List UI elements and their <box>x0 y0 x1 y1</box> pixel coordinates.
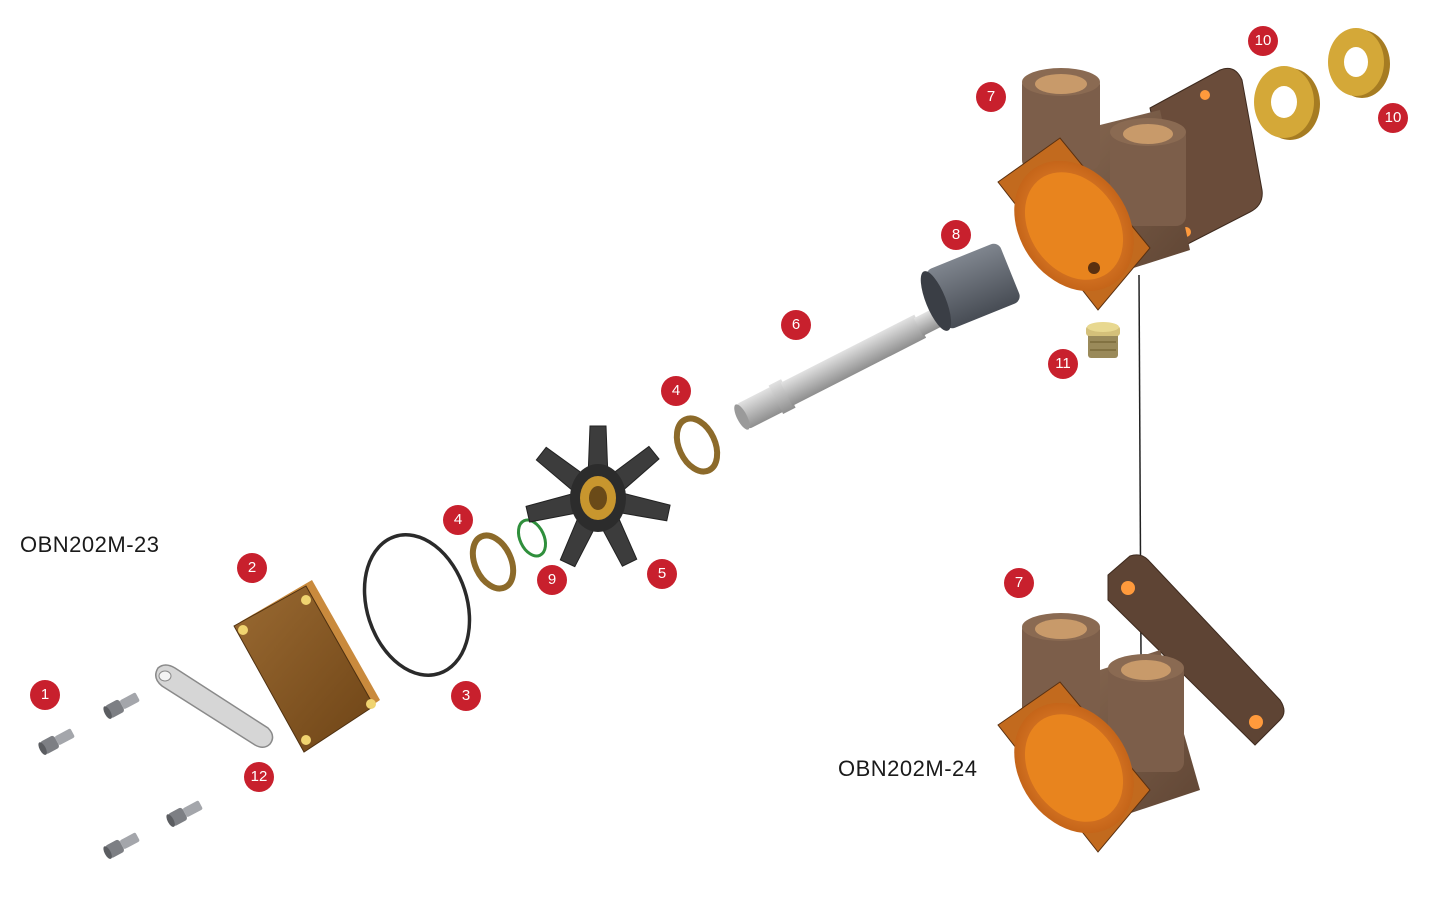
shim-washer-4-lower <box>469 532 517 592</box>
drain-plug-part-11 <box>1086 322 1120 358</box>
callout-part-1: 1 <box>30 680 60 710</box>
o-ring-part-3 <box>362 533 472 677</box>
end-cover-part-2 <box>233 580 380 753</box>
model-label-obn202m-24: OBN202M-24 <box>838 756 978 781</box>
wear-plate-part-12 <box>155 664 274 748</box>
pump-housing-part-7-lower <box>997 554 1285 853</box>
cap-screw-4 <box>103 832 140 859</box>
cap-screw-2 <box>103 692 140 719</box>
callout-part-8: 8 <box>941 220 971 250</box>
callout-part-6: 6 <box>781 310 811 340</box>
seal-ring-part-10b <box>1328 28 1390 98</box>
cap-screw-3 <box>166 800 203 827</box>
callout-part-4-upper: 4 <box>661 376 691 406</box>
callout-part-11: 11 <box>1048 349 1078 379</box>
seal-ring-part-10a <box>1254 66 1320 140</box>
callout-part-10-right: 10 <box>1378 103 1408 133</box>
o-ring-part-9 <box>516 518 548 558</box>
callout-part-3: 3 <box>451 681 481 711</box>
callout-part-10-left: 10 <box>1248 26 1278 56</box>
bushing-part-8 <box>920 243 1020 331</box>
callout-part-5: 5 <box>647 559 677 589</box>
shim-washer-4-upper <box>673 415 721 475</box>
callout-part-7-upper: 7 <box>976 82 1006 112</box>
model-label-obn202m-23: OBN202M-23 <box>20 532 160 557</box>
pump-housing-part-7-upper <box>997 67 1263 311</box>
callout-part-7-lower: 7 <box>1004 568 1034 598</box>
cap-screw-1 <box>38 728 75 755</box>
impeller-part-5 <box>525 425 671 568</box>
shaft-part-6 <box>734 306 947 430</box>
callout-part-9: 9 <box>537 565 567 595</box>
callout-part-12: 12 <box>244 762 274 792</box>
callout-part-4-lower: 4 <box>443 505 473 535</box>
callout-part-2: 2 <box>237 553 267 583</box>
